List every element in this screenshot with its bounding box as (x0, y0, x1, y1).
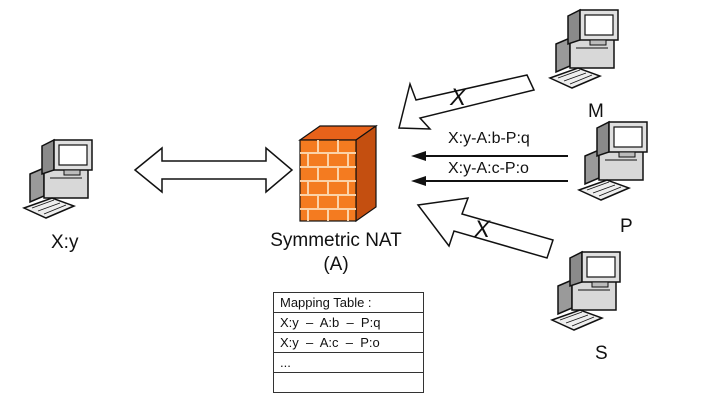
mapping-row-2: X:y – A:c – P:o (273, 332, 424, 353)
flow-arrow-2 (411, 176, 568, 186)
table-row (273, 372, 424, 393)
client-label: X:y (51, 232, 79, 253)
blocked-mark-s: X (474, 216, 491, 243)
flow-label-2: X:y-A:c-P:o (448, 160, 529, 177)
table-row: X:y – A:b – P:q (273, 312, 424, 333)
peer-p-label: P (620, 216, 633, 237)
flow-arrow-1 (411, 151, 568, 161)
peer-p-computer-icon (578, 121, 648, 201)
mapping-table-header: Mapping Table : (273, 292, 424, 313)
mapping-row-1: X:y – A:b – P:q (273, 312, 424, 333)
table-row: ... (273, 352, 424, 373)
table-row: Mapping Table : (273, 292, 424, 313)
peer-m-computer-icon (549, 9, 619, 89)
double-arrow-icon (133, 146, 294, 194)
mapping-row-3: ... (273, 352, 424, 373)
client-computer-icon (23, 139, 93, 219)
firewall-icon (298, 124, 378, 223)
flow-label-1: X:y-A:b-P:q (448, 130, 530, 147)
nat-title: Symmetric NAT (270, 230, 402, 251)
blocked-arrow-m-icon (398, 74, 536, 130)
mapping-table: Mapping Table : X:y – A:b – P:q X:y – A:… (273, 292, 424, 393)
blocked-mark-m: X (450, 84, 467, 111)
nat-subtitle: (A) (323, 254, 349, 275)
blocked-arrow-s-icon (416, 197, 554, 259)
peer-s-label: S (595, 343, 608, 364)
peer-m-label: M (588, 101, 604, 122)
peer-s-computer-icon (551, 251, 621, 331)
table-row: X:y – A:c – P:o (273, 332, 424, 353)
mapping-row-empty (273, 372, 424, 393)
